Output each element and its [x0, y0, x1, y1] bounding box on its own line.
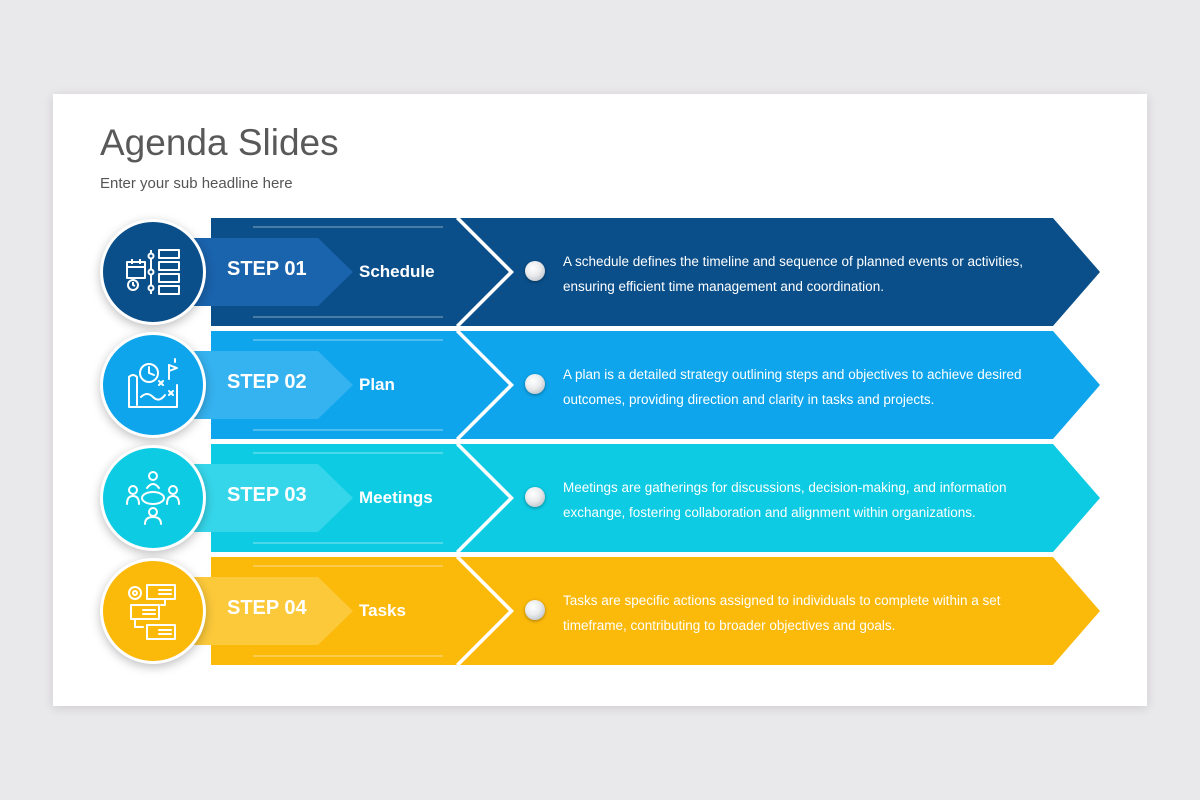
row-arrow-banner	[183, 329, 1100, 441]
plan-icon	[128, 358, 178, 408]
agenda-row-tasks: STEP 04 Tasks Tasks are specific actions…	[53, 555, 1147, 667]
step-description: Meetings are gatherings for discussions,…	[563, 480, 1007, 520]
agenda-slide: Agenda Slides Enter your sub headline he…	[53, 94, 1147, 706]
row-arrow-banner	[183, 555, 1100, 667]
tasks-icon-badge	[100, 558, 206, 664]
step-number: STEP 03	[227, 484, 307, 506]
step-number: STEP 01	[227, 258, 307, 280]
row-arrow-banner	[183, 442, 1100, 554]
step-description: A plan is a detailed strategy outlining …	[563, 367, 1022, 407]
bullet-dot	[525, 600, 545, 620]
bullet-dot	[525, 261, 545, 281]
agenda-row-meetings: STEP 03 Meetings Meetings are gatherings…	[53, 442, 1147, 554]
step-label: Plan	[359, 375, 395, 394]
step-description: Tasks are specific actions assigned to i…	[563, 593, 1001, 633]
plan-icon-badge	[100, 332, 206, 438]
agenda-row-plan: STEP 02 Plan A plan is a detailed strate…	[53, 329, 1147, 441]
arrow-segment-right-body	[460, 331, 1100, 439]
meetings-icon-badge	[100, 445, 206, 551]
step-description: A schedule defines the timeline and sequ…	[563, 254, 1024, 294]
step-tab	[183, 351, 353, 419]
tasks-icon	[128, 584, 176, 640]
row-arrow-banner	[183, 216, 1100, 328]
step-label: Meetings	[359, 488, 433, 507]
step-number: STEP 04	[227, 597, 307, 619]
step-tab	[183, 577, 353, 645]
step-label: Tasks	[359, 601, 406, 620]
slide-subtitle: Enter your sub headline here	[100, 175, 293, 192]
slide-title: Agenda Slides	[100, 122, 339, 163]
arrow-segment-right-body	[460, 444, 1100, 552]
step-tab	[183, 238, 353, 306]
meetings-icon	[126, 471, 180, 525]
step-label: Schedule	[359, 262, 435, 281]
bullet-dot	[525, 487, 545, 507]
bullet-dot	[525, 374, 545, 394]
agenda-row-schedule: STEP 01 Schedule A schedule defines the …	[53, 216, 1147, 328]
arrow-segment-right-body	[460, 218, 1100, 326]
step-number: STEP 02	[227, 371, 307, 393]
schedule-icon-badge	[100, 219, 206, 325]
step-tab	[183, 464, 353, 532]
schedule-icon	[126, 249, 180, 295]
arrow-segment-right-body	[460, 557, 1100, 665]
